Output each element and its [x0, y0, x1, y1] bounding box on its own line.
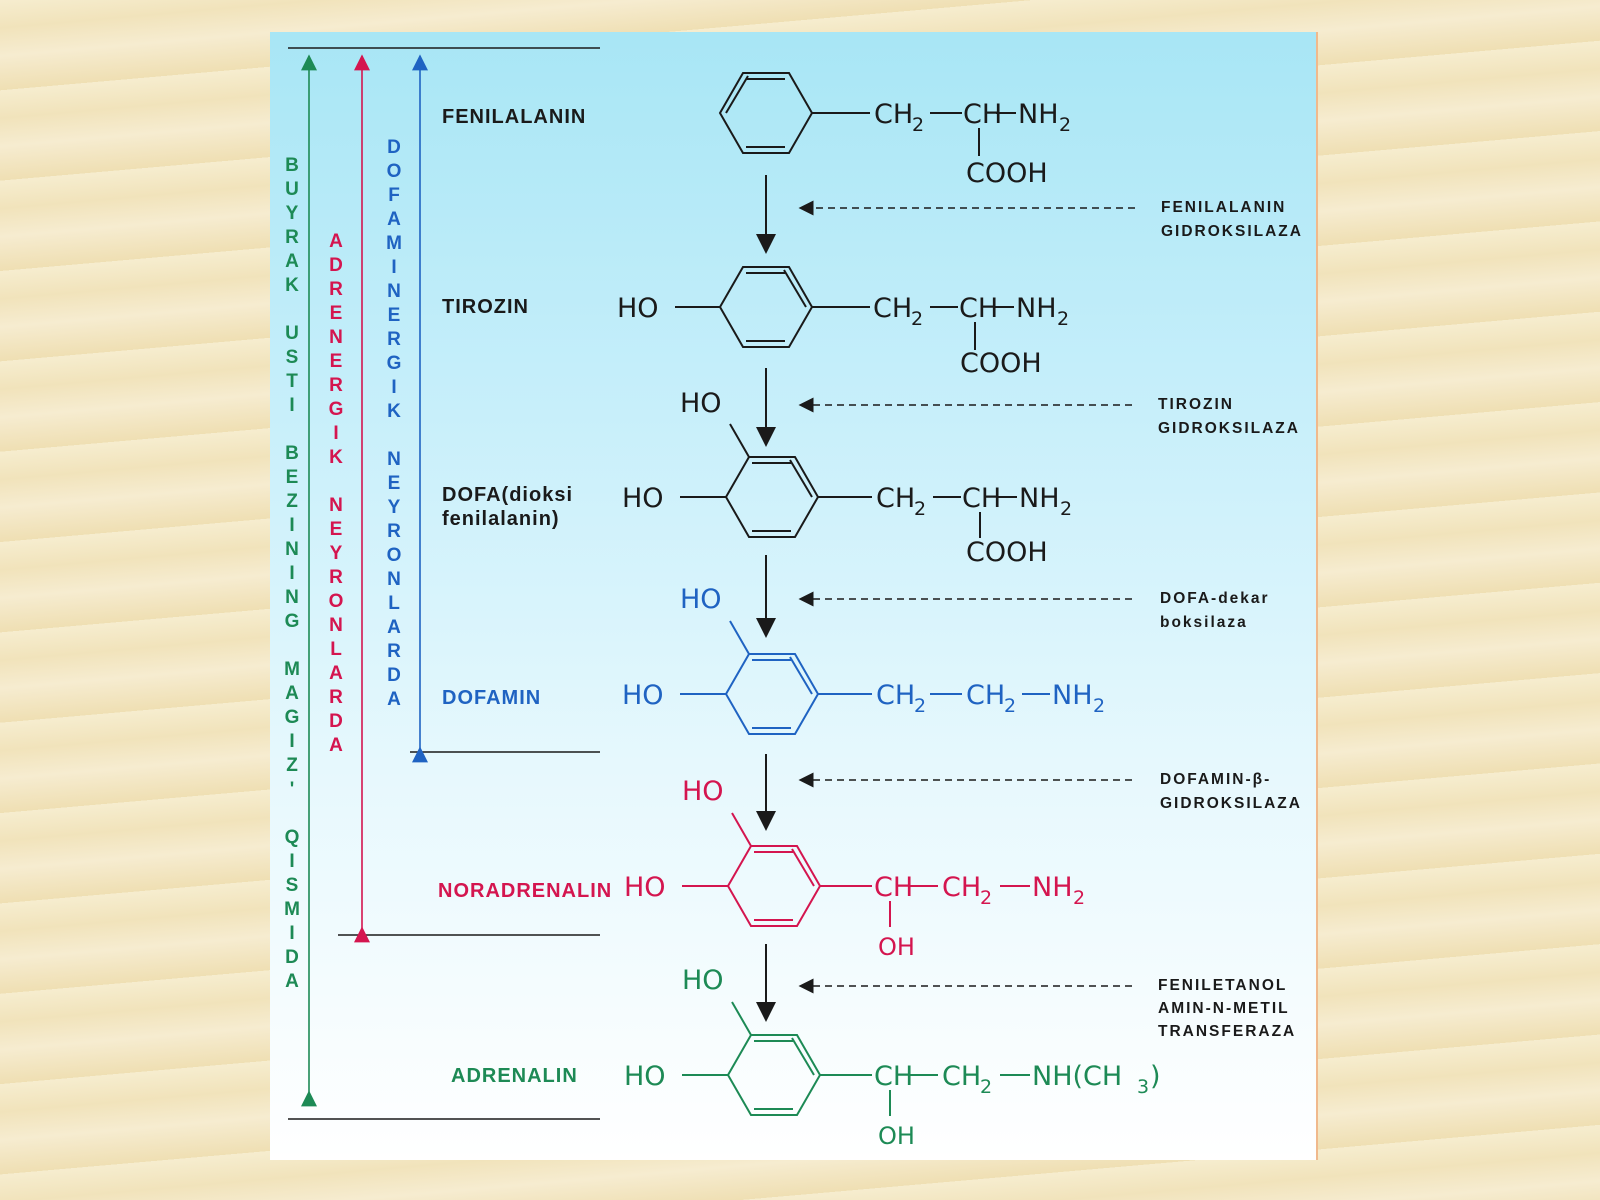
benzene-ring: [718, 266, 814, 348]
compound-tirozin: TIROZIN: [442, 296, 529, 318]
compound-adrenalin: ADRENALIN: [451, 1065, 578, 1087]
compound-fenilalanin: FENILALANIN: [442, 106, 586, 128]
svg-text:HO: HO: [624, 1061, 666, 1092]
svg-text:CH: CH: [874, 1061, 913, 1092]
svg-text:2: 2: [1060, 498, 1072, 520]
svg-text:CH: CH: [876, 483, 915, 514]
svg-text:): ): [1150, 1061, 1161, 1092]
svg-text:NH: NH: [1032, 872, 1073, 903]
enzyme-3-line2: boksilaza: [1160, 614, 1248, 631]
range-brackets: [288, 47, 600, 1120]
compound-dofa-line2: fenilalanin): [442, 508, 560, 530]
svg-text:OH: OH: [878, 933, 915, 961]
svg-text:CH: CH: [942, 872, 981, 903]
compound-dofa-line1: DOFA(dioksi: [442, 484, 573, 506]
structure-noradrenalin: [682, 812, 1030, 927]
benzene-ring: [718, 72, 814, 154]
svg-text:CH: CH: [874, 99, 913, 130]
enzyme-4-line1: DOFAMIN-β-: [1160, 771, 1271, 788]
compound-dofamin: DOFAMIN: [442, 687, 541, 709]
svg-text:HO: HO: [622, 680, 664, 711]
svg-text:COOH: COOH: [960, 348, 1042, 379]
svg-text:HO: HO: [617, 293, 659, 324]
svg-text:2: 2: [914, 695, 926, 717]
svg-text:3: 3: [1137, 1076, 1149, 1098]
svg-text:2: 2: [1004, 695, 1016, 717]
svg-text:CH: CH: [959, 293, 998, 324]
enzyme-2-line2: GIDROKSILAZA: [1158, 420, 1300, 437]
benzene-ring: [724, 456, 820, 538]
svg-text:COOH: COOH: [966, 537, 1048, 568]
enzyme-5-line2: AMIN-N-METIL: [1158, 1000, 1290, 1017]
svg-text:HO: HO: [682, 776, 724, 807]
svg-text:CH: CH: [962, 483, 1001, 514]
svg-text:CH: CH: [942, 1061, 981, 1092]
svg-text:NH: NH: [1052, 680, 1093, 711]
svg-text:NH: NH: [1016, 293, 1057, 324]
structure-tirozin: [675, 266, 1014, 350]
range-arrows: [301, 54, 428, 1107]
enzyme-5-line3: TRANSFERAZA: [1158, 1023, 1296, 1040]
structure-fenilalanin: [718, 72, 1016, 156]
svg-text:2: 2: [914, 498, 926, 520]
svg-text:COOH: COOH: [966, 158, 1048, 189]
svg-text:CH: CH: [874, 872, 913, 903]
enzyme-3-line1: DOFA-dekar: [1160, 590, 1270, 607]
enzyme-4-line2: GIDROKSILAZA: [1160, 795, 1302, 812]
enzyme-5-line1: FENILETANOL: [1158, 977, 1287, 994]
enzyme-arrows: [798, 200, 1135, 994]
svg-text:NH(CH: NH(CH: [1032, 1061, 1122, 1092]
svg-text:2: 2: [911, 308, 923, 330]
svg-text:CH: CH: [963, 99, 1002, 130]
enzyme-1-line2: GIDROKSILAZA: [1161, 223, 1303, 240]
svg-text:NH: NH: [1018, 99, 1059, 130]
enzyme-1-line1: FENILALANIN: [1161, 199, 1286, 216]
enzyme-labels: FENILALANIN GIDROKSILAZA TIROZIN GIDROKS…: [1158, 199, 1303, 1040]
svg-text:HO: HO: [624, 872, 666, 903]
svg-text:2: 2: [1057, 308, 1069, 330]
svg-text:HO: HO: [680, 388, 722, 419]
svg-text:OH: OH: [878, 1122, 915, 1150]
svg-text:HO: HO: [682, 965, 724, 996]
svg-text:CH: CH: [873, 293, 912, 324]
compound-noradrenalin: NORADRENALIN: [438, 880, 612, 902]
svg-text:2: 2: [912, 114, 924, 136]
benzene-ring: [726, 1034, 822, 1116]
svg-text:CH: CH: [876, 680, 915, 711]
svg-text:2: 2: [1093, 695, 1105, 717]
structure-dofamin: [680, 620, 1050, 735]
benzene-ring: [726, 845, 822, 927]
svg-text:NH: NH: [1019, 483, 1060, 514]
svg-text:2: 2: [980, 1076, 992, 1098]
enzyme-2-line1: TIROZIN: [1158, 396, 1234, 413]
benzene-ring: [724, 653, 820, 735]
svg-text:2: 2: [1073, 887, 1085, 909]
structure-adrenalin: [682, 1001, 1030, 1116]
svg-text:2: 2: [980, 887, 992, 909]
svg-text:2: 2: [1059, 114, 1071, 136]
svg-text:CH: CH: [966, 680, 1005, 711]
structure-dofa: [680, 423, 1017, 538]
svg-text:HO: HO: [680, 584, 722, 615]
svg-text:HO: HO: [622, 483, 664, 514]
